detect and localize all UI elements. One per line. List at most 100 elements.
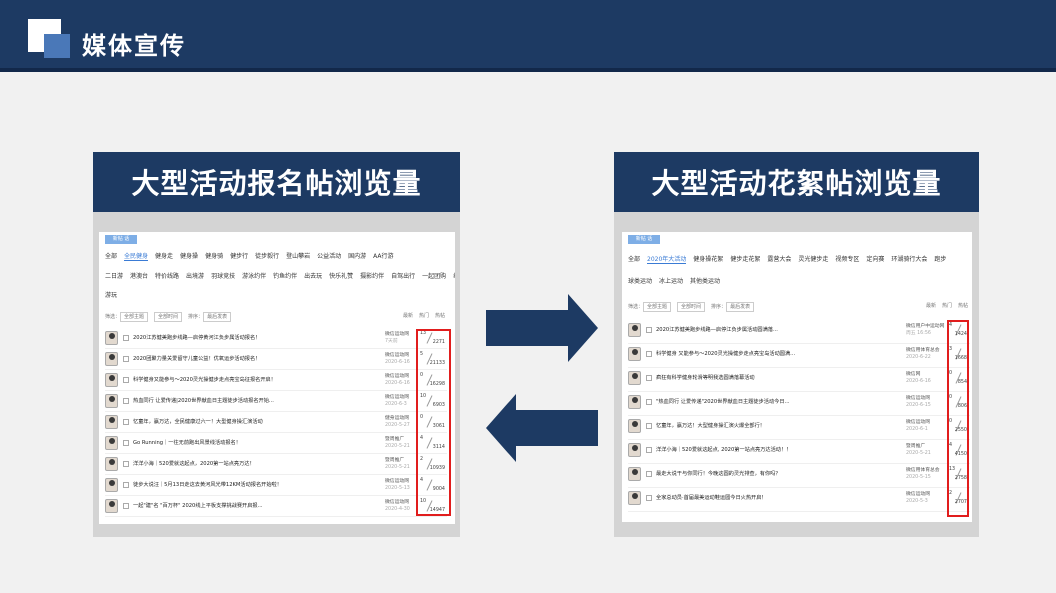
- sort-tab[interactable]: 热帖: [434, 313, 445, 319]
- author-name[interactable]: 微信用体育总会: [906, 468, 940, 473]
- row-checkbox[interactable]: [123, 419, 129, 425]
- row-checkbox[interactable]: [123, 461, 129, 467]
- post-title[interactable]: 忆童年，赢万达，全民健康过六一！大型健身操汇演活动: [133, 419, 263, 425]
- post-title[interactable]: 徒步大说汪｜5月13日走这去黄河风光带12KM活动报名开始啦！: [133, 482, 282, 488]
- category-tab[interactable]: 自驾出行: [391, 273, 416, 280]
- sort-tab[interactable]: 热门: [418, 313, 429, 319]
- category-tab[interactable]: 游泳约伴: [242, 273, 267, 280]
- category-tab[interactable]: 露营大会: [767, 256, 792, 263]
- post-title[interactable]: 2020江苏健美跑步线路—启停江负步属活动圆满落...: [656, 327, 778, 333]
- row-checkbox[interactable]: [123, 482, 129, 488]
- category-tab[interactable]: 健步走花絮: [730, 256, 761, 263]
- category-tab[interactable]: 公益活动: [317, 253, 342, 260]
- author-name[interactable]: 健身运动网: [385, 416, 409, 421]
- author-name[interactable]: 微信网: [906, 372, 921, 377]
- category-tab[interactable]: 冰上运动: [659, 278, 684, 285]
- category-tab[interactable]: 健身骑: [205, 253, 224, 260]
- category-tab[interactable]: 健身操花絮: [693, 256, 724, 263]
- row-checkbox[interactable]: [646, 423, 652, 429]
- post-title[interactable]: 洋洋小海｜520爱就这起点，2020第一站点亮万达！: [133, 461, 255, 467]
- post-title[interactable]: "热血同行 让爱传递"2020世界献血日主题徒步活动今日...: [656, 399, 790, 405]
- category-tab[interactable]: 灵光健步走: [798, 256, 829, 263]
- row-checkbox[interactable]: [646, 399, 652, 405]
- category-tab[interactable]: 登山攀岩: [286, 253, 311, 260]
- category-tab[interactable]: 一起团购: [422, 273, 447, 280]
- post-title[interactable]: Go Running｜一往无前跑出风景线活动报名！: [133, 440, 241, 446]
- time-select[interactable]: 全部时间: [154, 312, 183, 322]
- author-name[interactable]: 微信运动网: [906, 492, 930, 497]
- sort-tab[interactable]: 最新: [925, 303, 936, 309]
- category-tab[interactable]: 球类运动: [628, 278, 653, 285]
- category-tab[interactable]: 港澳台: [130, 273, 149, 280]
- category-tab[interactable]: 全部: [105, 253, 118, 260]
- author-name[interactable]: 微信运动网: [385, 353, 409, 358]
- row-checkbox[interactable]: [123, 335, 129, 341]
- theme-select[interactable]: 全部主题: [120, 312, 149, 322]
- category-tab[interactable]: 全部: [628, 256, 641, 263]
- sort-select[interactable]: 最后发表: [726, 302, 755, 312]
- row-checkbox[interactable]: [646, 327, 652, 333]
- author-name[interactable]: 微信运动网: [385, 332, 409, 337]
- new-post-button[interactable]: 新帖 话: [105, 235, 137, 244]
- post-title[interactable]: 科学健身 又能参与～2020灵光操健步走点亮宝岛活动圆满...: [656, 351, 796, 357]
- author-name[interactable]: 微信运动网: [385, 500, 409, 505]
- sort-tab[interactable]: 热帖: [957, 303, 968, 309]
- author-name[interactable]: 微信运动网: [385, 479, 409, 484]
- category-tab[interactable]: 健步行: [230, 253, 249, 260]
- row-checkbox[interactable]: [646, 351, 652, 357]
- post-title[interactable]: 科学健身又能参与～2020灵光操健步走点亮宝岛征报名开启！: [133, 377, 276, 383]
- sort-tab[interactable]: 热门: [941, 303, 952, 309]
- author-name[interactable]: 暨周推广: [385, 437, 405, 442]
- time-select[interactable]: 全部时间: [677, 302, 706, 312]
- author-name[interactable]: 微信运动网: [906, 396, 930, 401]
- row-checkbox[interactable]: [123, 440, 129, 446]
- post-title[interactable]: 疯狂有科学健身轮滑等明我选圆满落幕活动: [656, 375, 755, 381]
- row-checkbox[interactable]: [646, 471, 652, 477]
- category-tab[interactable]: AA行游: [373, 253, 394, 260]
- category-tab[interactable]: 定向赛: [866, 256, 885, 263]
- sort-tab[interactable]: 最新: [402, 313, 413, 319]
- author-name[interactable]: 微信运动网: [385, 395, 409, 400]
- post-title[interactable]: 最走大说干与你同行！今晚这圆的灵光排查，有你吗？: [656, 471, 781, 477]
- sort-select[interactable]: 最后发表: [203, 312, 232, 322]
- category-tab[interactable]: 国内游: [348, 253, 367, 260]
- post-title[interactable]: 全家总动员·首届最美运动鞋运圆今日火热开启！: [656, 495, 767, 501]
- row-checkbox[interactable]: [123, 356, 129, 362]
- row-checkbox[interactable]: [646, 447, 652, 453]
- table-row[interactable]: 2020江苏健美跑步线路—启停江负步属活动圆满落...微信用户中运动网周五 16…: [628, 320, 970, 344]
- author-name[interactable]: 微信运动网: [906, 420, 930, 425]
- category-tab[interactable]: 钓鱼约伴: [273, 273, 298, 280]
- category-tab[interactable]: 全民健身: [124, 253, 149, 261]
- category-tab[interactable]: 健身走: [155, 253, 174, 260]
- category-tab[interactable]: 快乐礼赞: [329, 273, 354, 280]
- category-tab[interactable]: 出境游: [186, 273, 205, 280]
- category-tab[interactable]: 其他类运动: [690, 278, 721, 285]
- category-tab[interactable]: 综合: [453, 273, 455, 280]
- post-title[interactable]: 2020江苏健美跑步线路—启停黄河江负步属活动报名！: [133, 335, 261, 341]
- category-tab[interactable]: 2020年大活动: [647, 256, 687, 264]
- post-title[interactable]: 忆童年，赢万达！大型健身操汇演火爆全部行！: [656, 423, 765, 429]
- row-checkbox[interactable]: [646, 495, 652, 501]
- category-tab[interactable]: 游玩: [105, 292, 118, 299]
- row-checkbox[interactable]: [123, 503, 129, 509]
- category-tab[interactable]: 徒步毅行: [255, 253, 280, 260]
- row-checkbox[interactable]: [123, 377, 129, 383]
- author-name[interactable]: 微信用户中运动网: [906, 324, 945, 329]
- category-tab[interactable]: 二日游: [105, 273, 124, 280]
- theme-select[interactable]: 全部主题: [643, 302, 672, 312]
- row-checkbox[interactable]: [646, 375, 652, 381]
